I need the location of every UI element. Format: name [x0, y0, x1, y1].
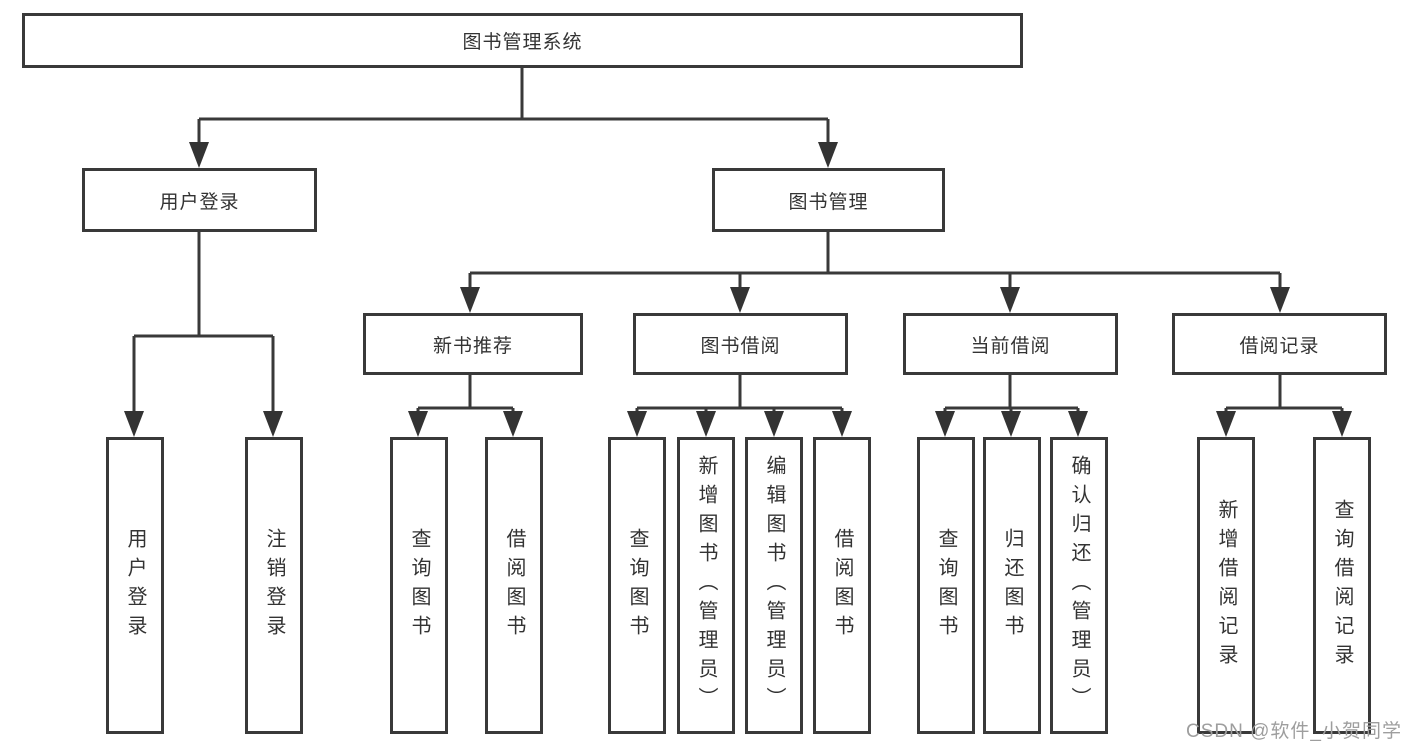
node-book-borrowing: 图书借阅: [633, 313, 848, 375]
leaf-label: 借阅图书: [503, 527, 525, 644]
node-label: 借阅记录: [1239, 335, 1320, 357]
leaf-edit-book-admin: 编辑图书（管理员）: [745, 437, 803, 734]
node-label: 图书管理: [788, 191, 869, 213]
leaf-return-book: 归还图书: [983, 437, 1041, 734]
node-label: 用户登录: [159, 191, 240, 213]
leaf-borrow-book: 借阅图书: [485, 437, 543, 734]
node-label: 新书推荐: [432, 335, 513, 357]
node-book-management: 图书管理: [712, 168, 945, 232]
csdn-watermark: CSDN @软件_小贺同学: [1186, 721, 1402, 742]
leaf-label: 编辑图书（管理员）: [763, 455, 785, 716]
leaf-label: 借阅图书: [831, 527, 853, 644]
leaf-label: 确认归还（管理员）: [1068, 455, 1090, 716]
node-new-book-recommendation: 新书推荐: [363, 313, 583, 375]
leaf-confirm-return-admin: 确认归还（管理员）: [1050, 437, 1108, 734]
leaf-logout: 注销登录: [245, 437, 303, 734]
node-label: 图书借阅: [700, 335, 781, 357]
leaf-label: 查询图书: [408, 527, 430, 644]
leaf-label: 注销登录: [263, 527, 285, 644]
leaf-borrow-book: 借阅图书: [813, 437, 871, 734]
node-user-login: 用户登录: [82, 168, 317, 232]
node-label: 图书管理系统: [462, 32, 583, 53]
leaf-label: 新增图书（管理员）: [695, 455, 717, 716]
leaf-query-borrow-record: 查询借阅记录: [1313, 437, 1371, 734]
leaf-label: 查询图书: [626, 527, 648, 644]
leaf-add-borrow-record: 新增借阅记录: [1197, 437, 1255, 734]
leaf-label: 归还图书: [1001, 527, 1023, 644]
leaf-label: 查询借阅记录: [1331, 498, 1353, 673]
leaf-query-book: 查询图书: [608, 437, 666, 734]
leaf-label: 查询图书: [935, 527, 957, 644]
leaf-query-book: 查询图书: [390, 437, 448, 734]
leaf-query-book: 查询图书: [917, 437, 975, 734]
leaf-label: 新增借阅记录: [1215, 498, 1237, 673]
node-current-borrowing: 当前借阅: [903, 313, 1118, 375]
node-borrowing-records: 借阅记录: [1172, 313, 1387, 375]
leaf-user-login: 用户登录: [106, 437, 164, 734]
leaf-add-book-admin: 新增图书（管理员）: [677, 437, 735, 734]
node-library-management-system: 图书管理系统: [22, 13, 1023, 68]
node-label: 当前借阅: [970, 335, 1051, 357]
leaf-label: 用户登录: [124, 527, 146, 644]
